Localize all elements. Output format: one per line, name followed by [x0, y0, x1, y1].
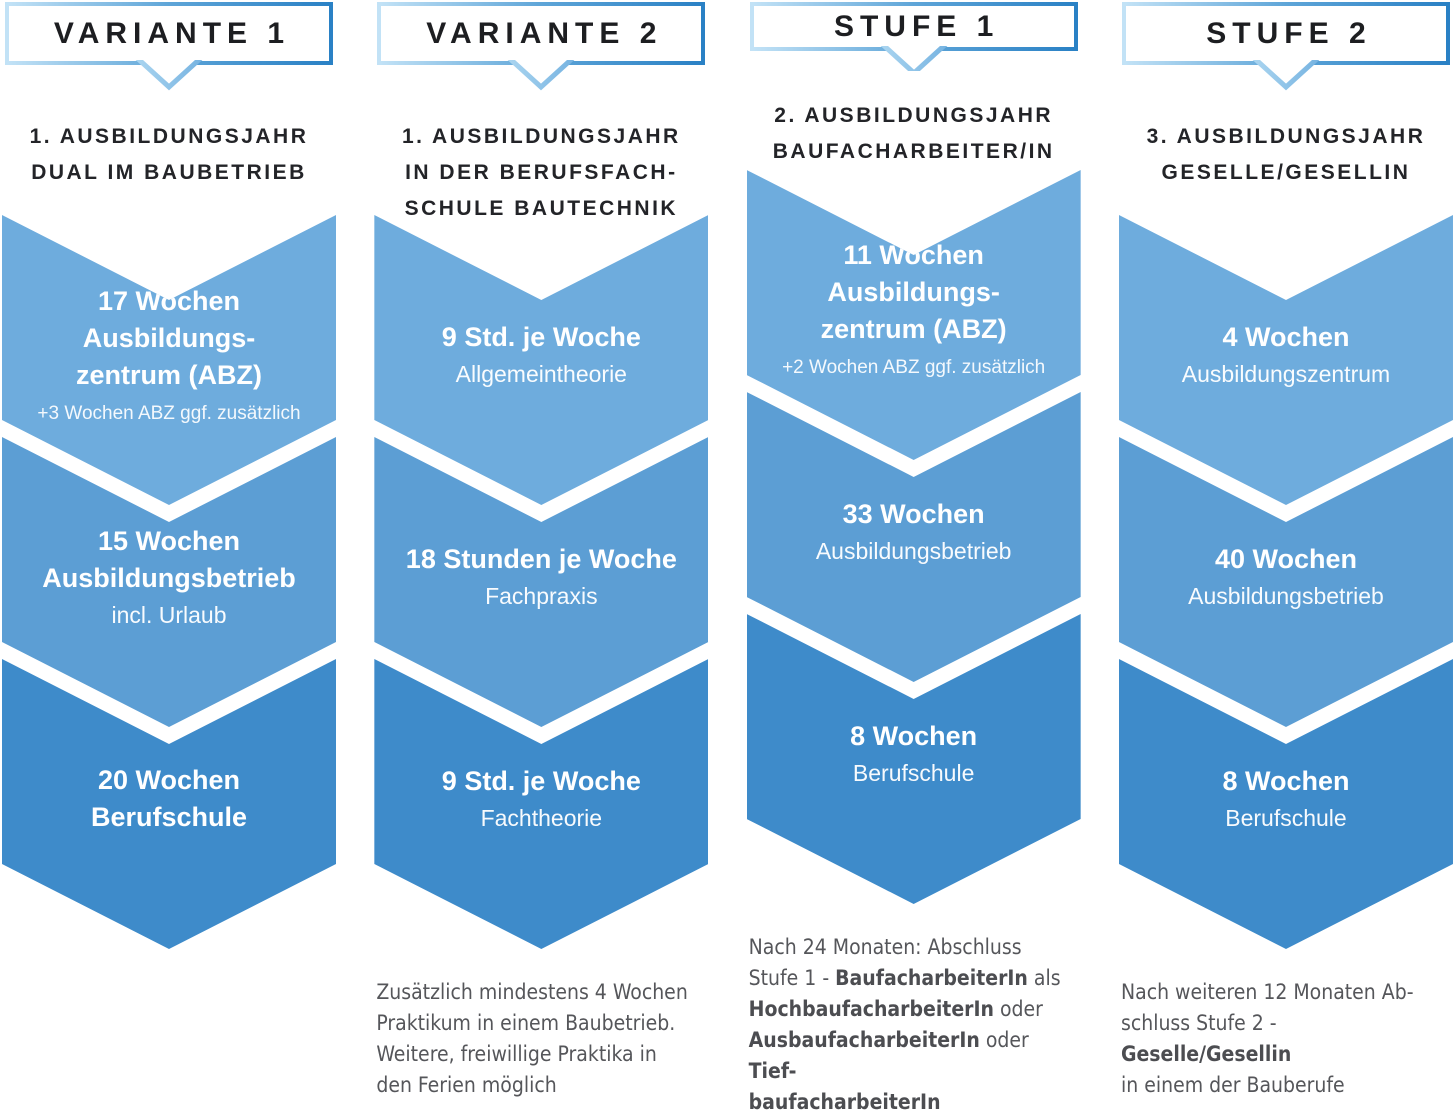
- stage-list: 9 Std. je Woche Allgemeintheorie 18 Stun…: [374, 215, 709, 949]
- stage-main-text: 33 Wochen: [842, 498, 985, 529]
- column-footnote: Zusätzlich mindestens 4 Wochen Praktikum…: [376, 980, 688, 1097]
- stage-main-text: 9 Std. je Woche: [441, 766, 641, 796]
- stage-sub-text: Fachtheorie: [480, 805, 603, 831]
- stage-main-text: 4 Wochen: [1222, 322, 1350, 352]
- stage-chevron: 11 Wochen Ausbildungs- zentrum (ABZ) +2 …: [746, 169, 1081, 460]
- tab-stufe-2: STUFE 2: [1121, 2, 1450, 65]
- tab-variante-2: VARIANTE 2: [377, 2, 706, 65]
- stage-main-text: 17 Wochen Ausbildungs- zentrum (ABZ): [76, 285, 262, 390]
- stage-list: 11 Wochen Ausbildungs- zentrum (ABZ) +2 …: [746, 169, 1081, 904]
- stage-sub-text: Allgemeintheorie: [455, 361, 627, 387]
- tab-variante-1: VARIANTE 1: [5, 2, 333, 65]
- stage-main-text: 18 Stunden je Woche: [405, 544, 677, 574]
- stage-chevron: 9 Std. je Woche Allgemeintheorie: [374, 215, 709, 505]
- stage-main-text: 15 Wochen Ausbildungsbetrieb: [42, 525, 296, 593]
- stage-note-text: +2 Wochen ABZ ggf. zusätzlich: [782, 357, 1046, 379]
- column-stufe-1: STUFE 1 2. AUSBILDUNGSJAHR BAUFACHARBEIT…: [746, 2, 1081, 1118]
- stage-sub-text: Ausbildungsbetrieb: [1188, 583, 1384, 609]
- column-variante-1: VARIANTE 1 1. AUSBILDUNGSJAHR DUAL IM BA…: [2, 2, 336, 1118]
- stage-list: 17 Wochen Ausbildungs- zentrum (ABZ) +3 …: [2, 215, 336, 949]
- column-subtitle: 2. AUSBILDUNGSJAHR BAUFACHARBEITER/IN: [772, 103, 1055, 163]
- stage-chevron: 4 Wochen Ausbildungszentrum: [1118, 215, 1453, 505]
- column-variante-2: VARIANTE 2 1. AUSBILDUNGSJAHR IN DER BER…: [374, 2, 709, 1118]
- stage-main-text: 40 Wochen: [1214, 544, 1357, 574]
- column-subtitle: 3. AUSBILDUNGSJAHR GESELLE/GESELLIN: [1146, 125, 1426, 184]
- stage-sub-text: Ausbildungsbetrieb: [815, 537, 1012, 564]
- tab-pointer-icon: [507, 60, 575, 91]
- stage-sub-text: Berufschule: [852, 759, 975, 786]
- column-footnote: Nach weiteren 12 Monaten Ab- schluss Stu…: [1120, 980, 1414, 1097]
- stage-main-text: 8 Wochen: [850, 720, 978, 751]
- stage-main-text: 20 Wochen Berufschule: [90, 765, 248, 832]
- stage-main-text: 9 Std. je Woche: [441, 322, 641, 352]
- tab-label: STUFE 1: [833, 9, 1000, 43]
- tab-pointer-icon: [135, 60, 203, 91]
- column-subtitle: 1. AUSBILDUNGSJAHR DUAL IM BAUBETRIEB: [29, 125, 309, 184]
- stage-chevron: 17 Wochen Ausbildungs- zentrum (ABZ) +3 …: [2, 215, 336, 505]
- column-stufe-2: STUFE 2 3. AUSBILDUNGSJAHR GESELLE/GESEL…: [1118, 2, 1453, 1118]
- column-subtitle: 1. AUSBILDUNGSJAHR IN DER BERUFSFACH- SC…: [401, 125, 681, 220]
- stage-main-text: 8 Wochen: [1222, 766, 1350, 796]
- stage-main-text: 11 Wochen Ausbildungs- zentrum (ABZ): [820, 240, 1007, 345]
- tab-label: STUFE 2: [1206, 16, 1372, 50]
- tab-label: VARIANTE 2: [426, 16, 663, 50]
- stage-sub-text: Fachpraxis: [485, 583, 598, 609]
- stage-list: 4 Wochen Ausbildungszentrum 40 Wochen Au…: [1118, 215, 1453, 949]
- column-footnote: Nach 24 Monaten: Abschluss Stufe 1 - Bau…: [748, 934, 1061, 1114]
- tab-label: VARIANTE 1: [53, 16, 291, 50]
- tab-stufe-1: STUFE 1: [749, 2, 1078, 52]
- tab-pointer-icon: [880, 46, 948, 71]
- stage-sub-text: incl. Urlaub: [111, 601, 227, 628]
- stage-note-text: +3 Wochen ABZ ggf. zusätzlich: [37, 402, 301, 424]
- stage-sub-text: Berufschule: [1225, 805, 1347, 831]
- stage-sub-text: Ausbildungszentrum: [1181, 361, 1391, 387]
- tab-pointer-icon: [1252, 60, 1320, 91]
